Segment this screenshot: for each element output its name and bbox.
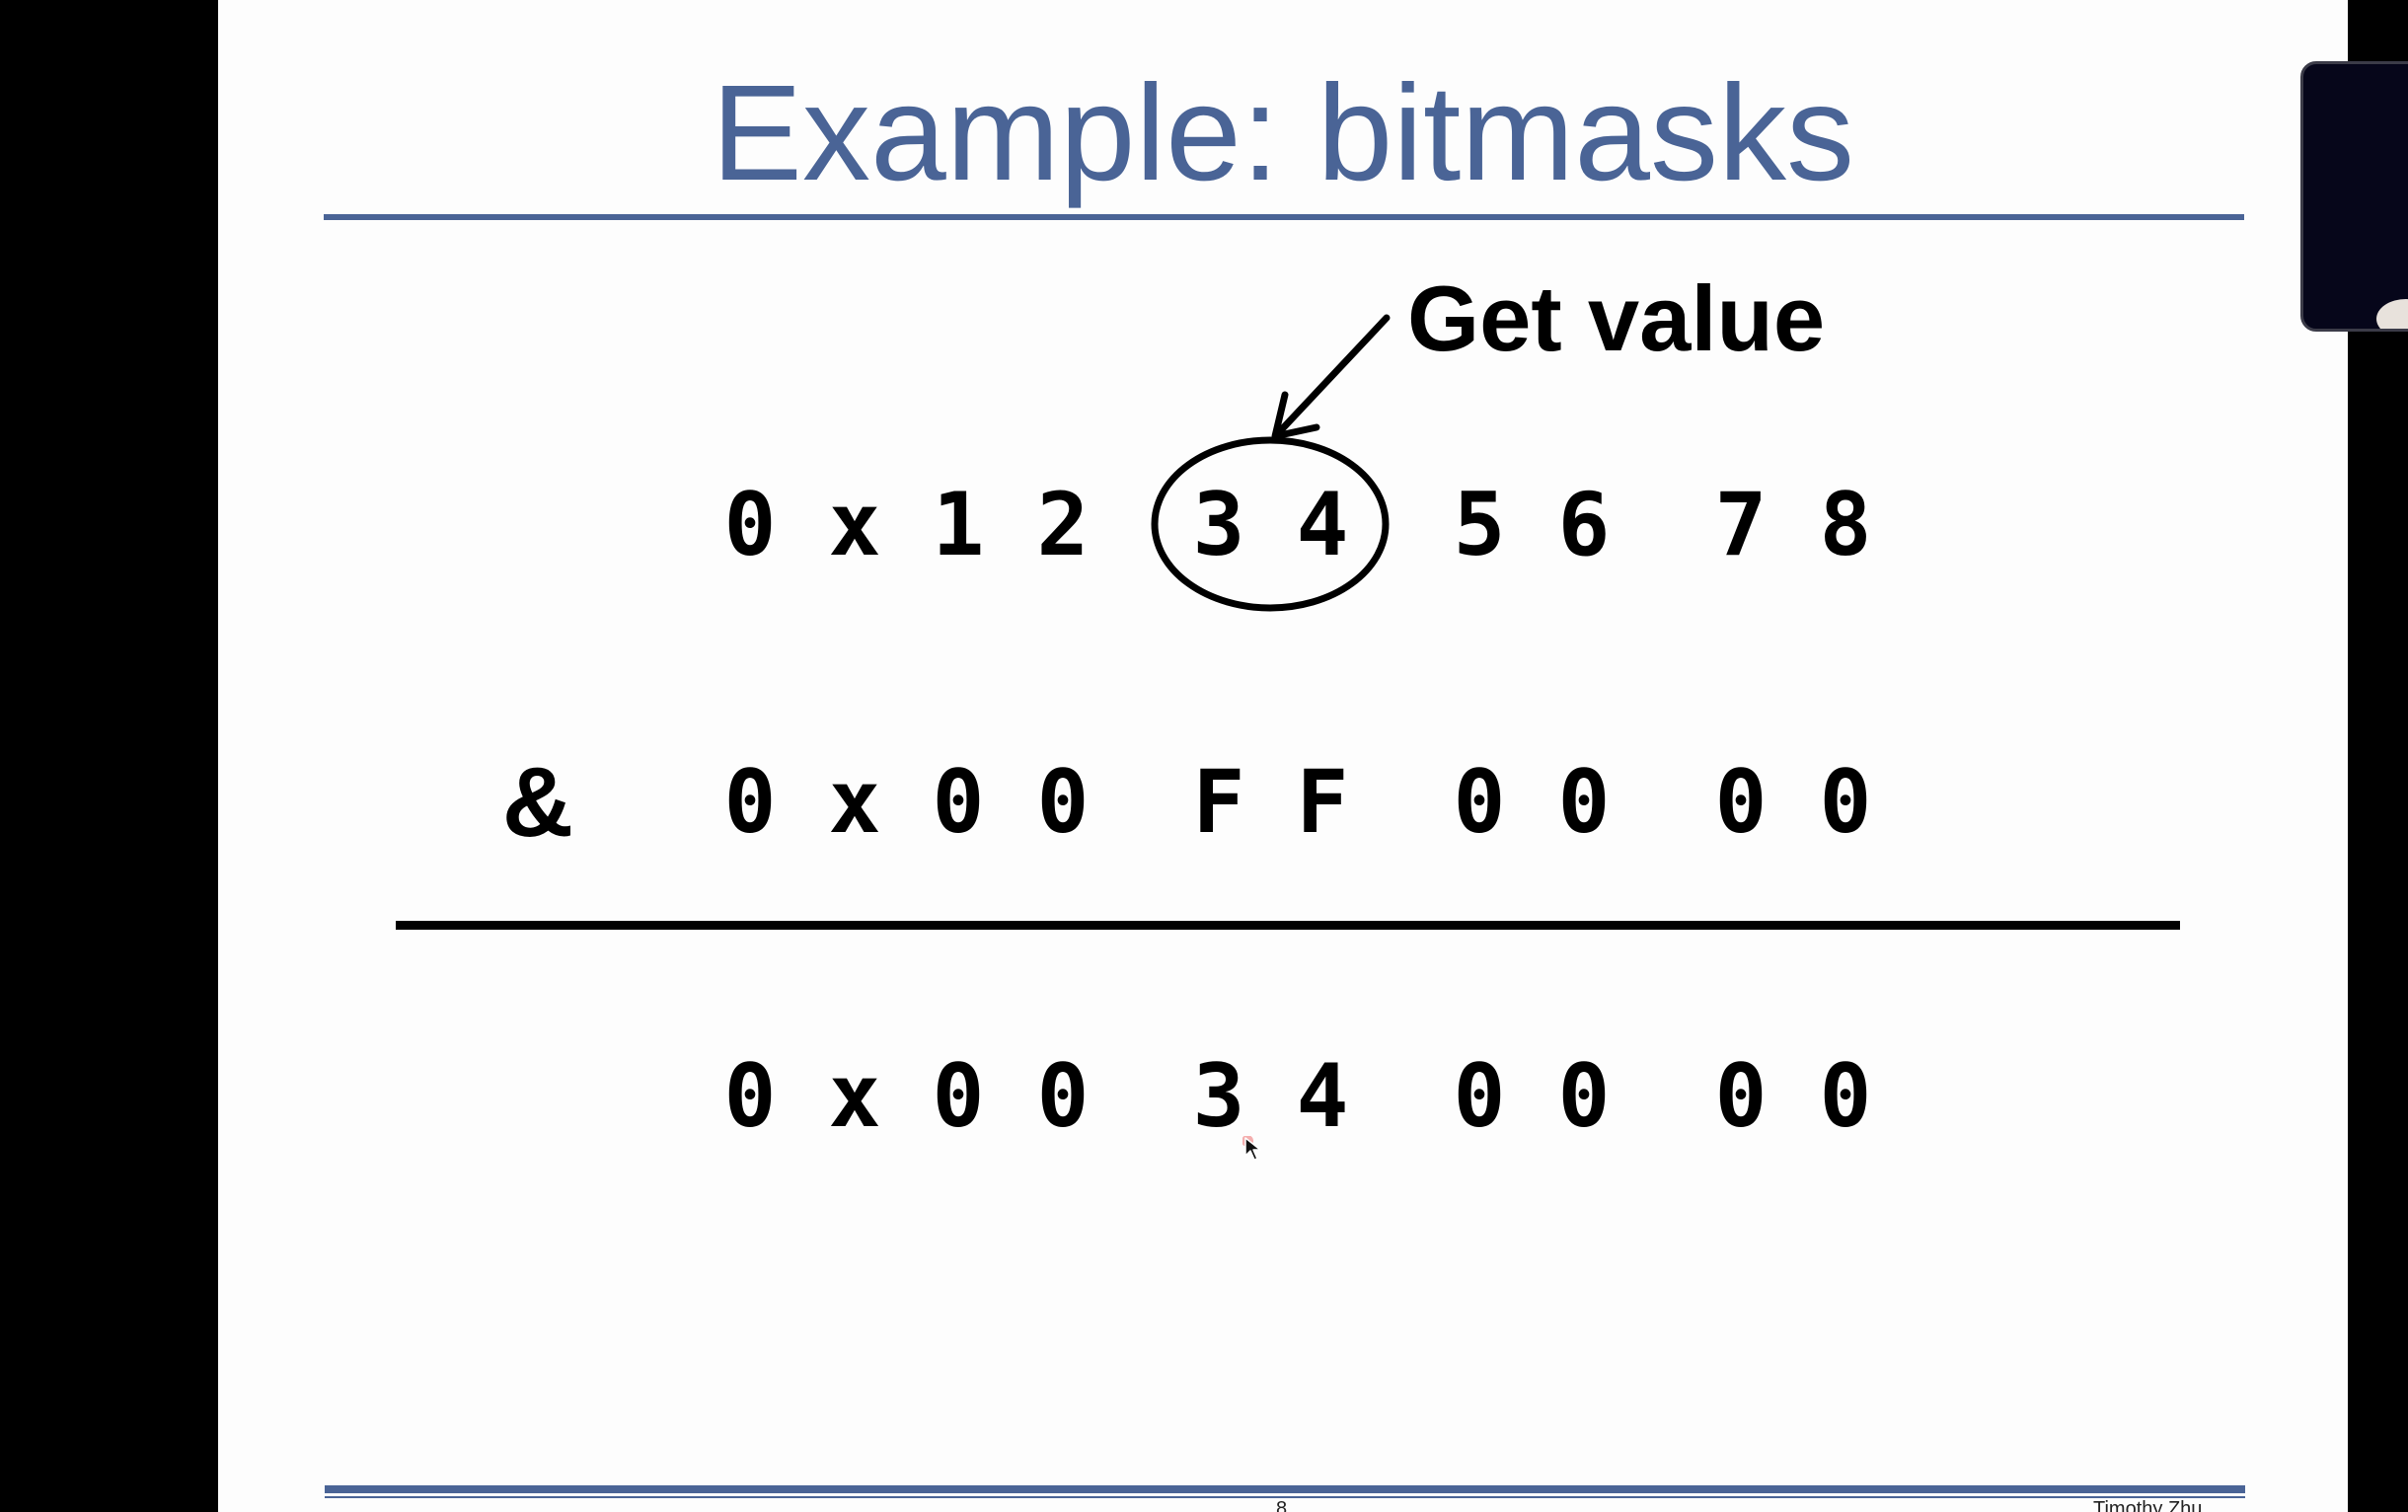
result-divider: [396, 921, 2180, 930]
slide-title: Example: bitmasks: [711, 57, 1855, 209]
result-char-8: 0: [1714, 1045, 1768, 1147]
operand-b-char-0: 0: [723, 751, 777, 853]
operand-b-char-6: 0: [1453, 751, 1506, 853]
and-operator: &: [501, 747, 574, 858]
result-char-7: 0: [1557, 1045, 1611, 1147]
result-char-5: 4: [1296, 1045, 1349, 1147]
presenter-video-panel[interactable]: [2300, 61, 2408, 332]
operand-b-char-7: 0: [1557, 751, 1611, 853]
operand-a-char-4: 3: [1192, 474, 1245, 575]
result-char-0: 0: [723, 1045, 777, 1147]
footer-author: Timothy Zhu: [2093, 1498, 2203, 1512]
operand-a-char-9: 8: [1819, 474, 1872, 575]
slide: Example: bitmasks Get value 0 x 1 2 3 4 …: [218, 0, 2348, 1512]
title-divider: [324, 214, 2244, 220]
operand-b-char-4: F: [1192, 751, 1245, 853]
page-number: 8: [1276, 1498, 1288, 1512]
result-char-2: 0: [932, 1045, 985, 1147]
operand-a-char-8: 7: [1714, 474, 1768, 575]
operand-b-char-9: 0: [1819, 751, 1872, 853]
operand-a-char-1: x: [828, 474, 881, 575]
operand-a-char-7: 6: [1557, 474, 1611, 575]
operand-a-char-2: 1: [932, 474, 985, 575]
operand-b-char-2: 0: [932, 751, 985, 853]
footer-divider-thin: [325, 1496, 2245, 1498]
arrow-down-left-icon: [1271, 314, 1391, 440]
operand-a-char-3: 2: [1036, 474, 1090, 575]
operand-b-char-3: 0: [1036, 751, 1090, 853]
operand-a-row: 0 x 1 2 3 4 5 6 7 8: [218, 466, 2348, 584]
operand-b-char-8: 0: [1714, 751, 1768, 853]
operand-b-row: & 0 x 0 0 F F 0 0 0 0: [218, 743, 2348, 862]
operand-a-char-5: 4: [1296, 474, 1349, 575]
result-char-6: 0: [1453, 1045, 1506, 1147]
result-char-9: 0: [1819, 1045, 1872, 1147]
result-char-3: 0: [1036, 1045, 1090, 1147]
annotation-label: Get value: [1407, 266, 1826, 370]
operand-b-char-1: x: [828, 751, 881, 853]
operand-b-char-5: F: [1296, 751, 1349, 853]
result-char-4: 3: [1192, 1045, 1245, 1147]
operand-a-char-0: 0: [723, 474, 777, 575]
presenter-hand: [2376, 299, 2408, 329]
footer-divider: [325, 1485, 2245, 1493]
mouse-pointer-icon: [1242, 1136, 1261, 1161]
result-row: 0 x 0 0 3 4 0 0 0 0: [218, 1037, 2348, 1156]
result-char-1: x: [828, 1045, 881, 1147]
operand-a-char-6: 5: [1453, 474, 1506, 575]
